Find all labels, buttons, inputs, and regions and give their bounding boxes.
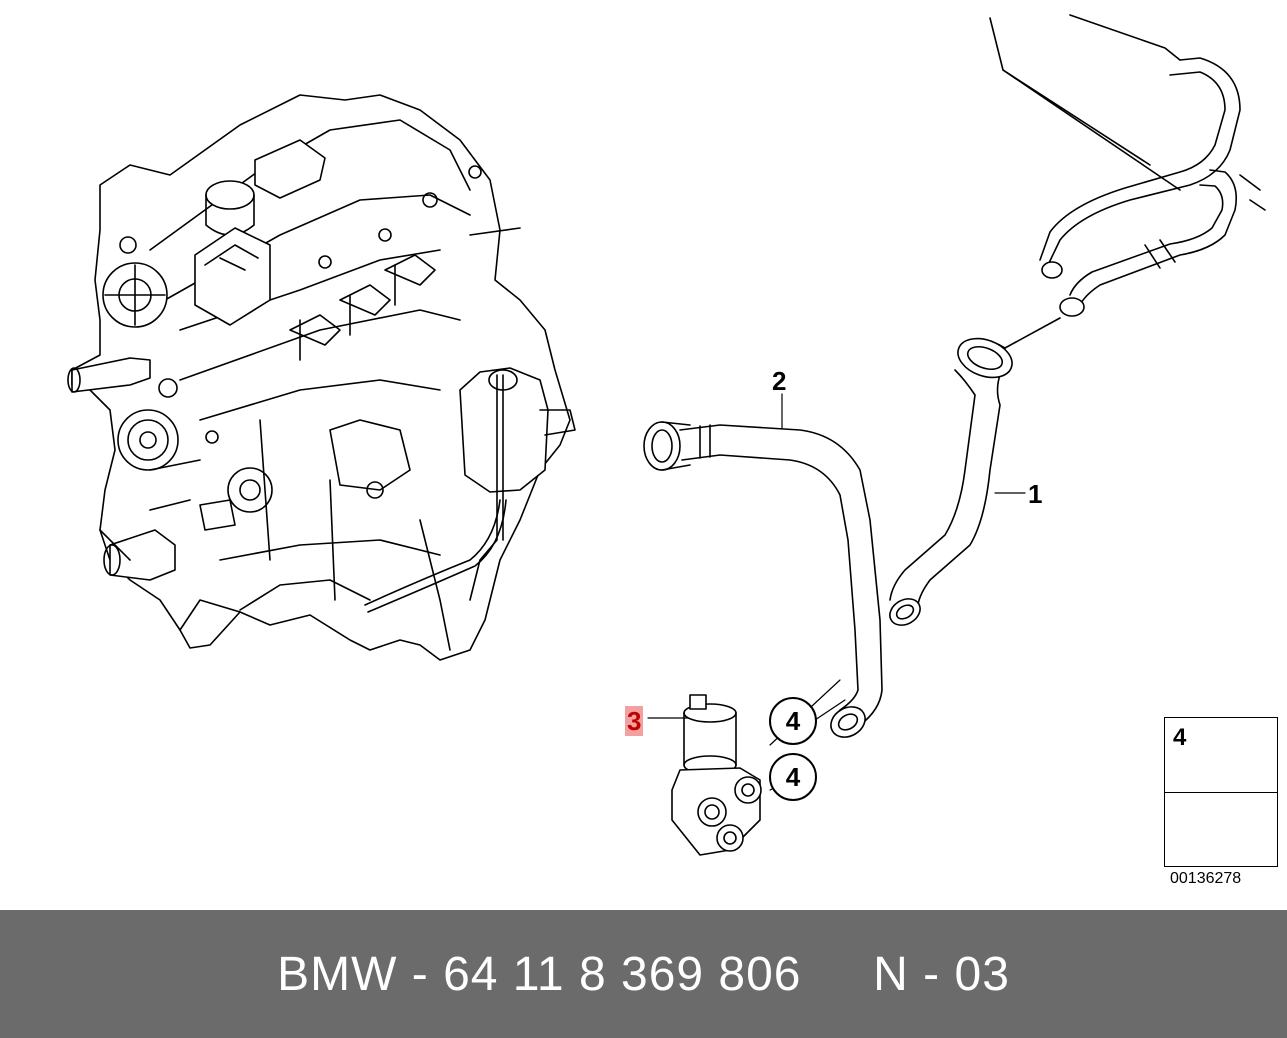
part-number-caption: BMW - 64 11 8 369 806 N - 03 — [277, 947, 1010, 1001]
callout-3-highlighted: 3 — [625, 706, 644, 736]
legend-divider — [1165, 792, 1277, 793]
legend-item-number: 4 — [1173, 724, 1187, 751]
hose-2-illustration — [643, 421, 883, 738]
legend-box: 4 — [1164, 717, 1278, 867]
valve-3-illustration — [671, 694, 762, 856]
parts-diagram: 1 2 3 4 4 4 00136278 — [67, 14, 1278, 887]
callout-1: 1 — [1028, 479, 1043, 509]
hose-1-illustration — [889, 337, 1013, 626]
footer-bar: BMW - 64 11 8 369 806 N - 03 — [0, 910, 1287, 1038]
engine-illustration — [67, 94, 576, 661]
callout-2: 2 — [772, 366, 787, 396]
parts-diagram-drawing — [67, 14, 1266, 859]
circled-callout-4-lower: 4 — [769, 753, 817, 801]
heater-pipes-illustration — [989, 14, 1266, 349]
circled-callout-4-upper: 4 — [769, 697, 817, 745]
diagram-reference-number: 00136278 — [1170, 870, 1242, 887]
